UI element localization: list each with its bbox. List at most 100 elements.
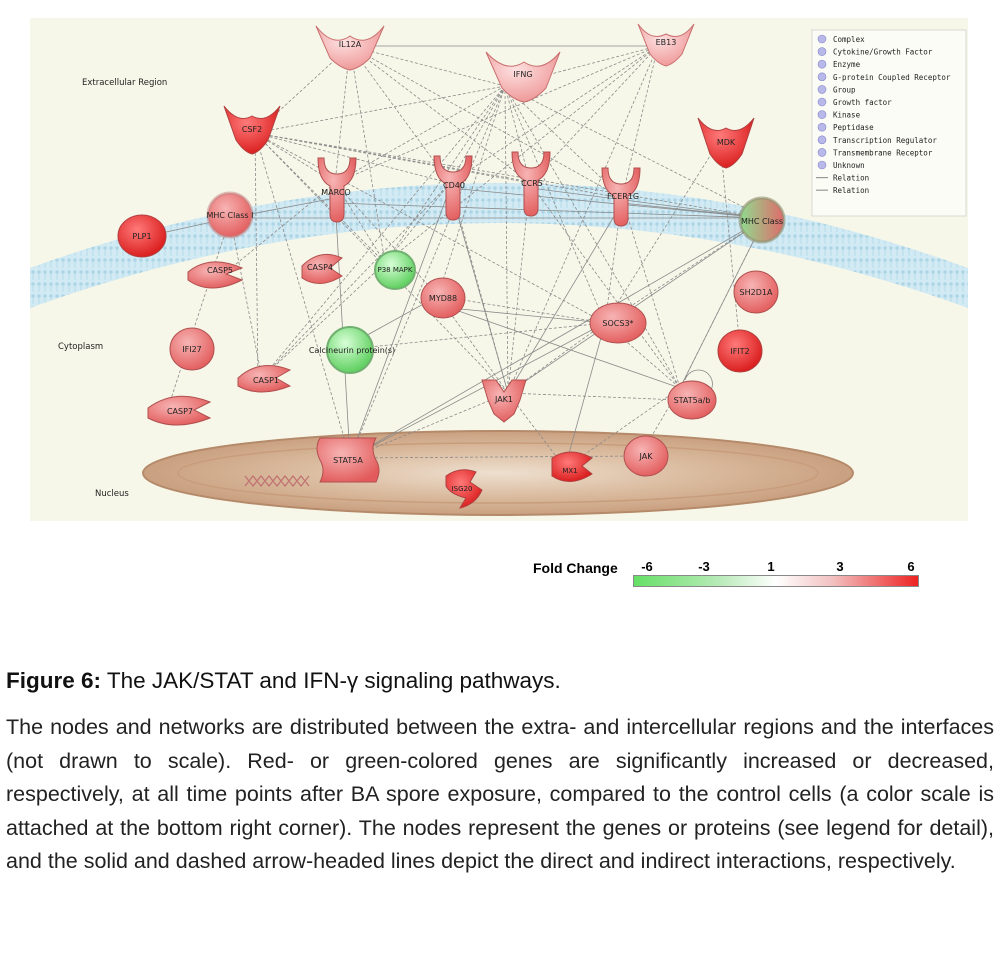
legend-item-label: Cytokine/Growth Factor — [833, 48, 933, 57]
node-mdk: MDK — [697, 117, 755, 169]
caption-label: Figure 6: — [6, 668, 102, 693]
legend-item-label: Growth factor — [833, 98, 892, 107]
legend-item-icon — [817, 97, 827, 107]
fold-change-title: Fold Change — [533, 560, 618, 576]
caption-body: The nodes and networks are distributed b… — [6, 715, 994, 873]
legend-item-label: Enzyme — [833, 60, 861, 69]
node-plp1: PLP1 — [117, 214, 167, 258]
fold-change-gradient — [633, 575, 919, 587]
region-label-nucleus: Nucleus — [95, 489, 129, 499]
node-ifi27: IFI27 — [169, 327, 215, 371]
scale-tick: -3 — [698, 559, 710, 574]
node-casp5-label: CASP5 — [207, 266, 233, 275]
node-casp4-label: CASP4 — [307, 263, 333, 272]
node-jak1-label: JAK1 — [494, 395, 513, 404]
node-cd40-label: CD40 — [443, 181, 465, 190]
node-myd88-label: MYD88 — [429, 294, 457, 303]
node-ifit2: IFIT2 — [717, 329, 763, 373]
node-calcineurin: Calcineurin protein(s) — [309, 326, 395, 374]
node-casp7: CASP7 — [147, 395, 212, 426]
legend-item-icon — [817, 85, 827, 94]
fold-change-scale: Fold Change -6 -3 1 3 6 — [530, 556, 930, 596]
node-mx1-label: MX1 — [562, 467, 577, 475]
legend-item-label: Relation — [833, 186, 869, 195]
node-fcer1g-label: FCER1G — [607, 192, 639, 201]
node-cd40: CD40 — [433, 155, 473, 221]
node-p38-mapk-label: P38 MAPK — [378, 266, 413, 274]
node-ifng: IFNG — [485, 51, 561, 103]
node-mhc-class-i-label: MHC Class I — [207, 211, 254, 220]
node-isg20: ISG20 — [445, 469, 483, 509]
node-stat5ab: STAT5a/b — [667, 380, 717, 420]
node-ccr5: CCR5 — [511, 151, 551, 217]
node-casp1-label: CASP1 — [253, 376, 279, 385]
node-mhc-class-i: MHC Class I — [206, 191, 254, 239]
node-ccr5-label: CCR5 — [521, 179, 543, 188]
legend-item-label: Complex — [833, 35, 865, 44]
node-calcineurin-label: Calcineurin protein(s) — [309, 346, 395, 355]
node-csf2: CSF2 — [223, 105, 281, 155]
node-eb13: EB13 — [637, 23, 695, 67]
node-ifit2-label: IFIT2 — [730, 347, 749, 356]
scale-tick: 1 — [767, 559, 775, 574]
legend-item-icon — [817, 59, 827, 69]
caption-title: Figure 6: The JAK/STAT and IFN-γ signali… — [6, 664, 994, 697]
dna-strand — [244, 475, 310, 487]
node-stat5a-label: STAT5A — [333, 456, 363, 465]
legend-item-icon — [817, 72, 827, 82]
scale-tick: 3 — [836, 559, 844, 574]
node-marco-label: MARCO — [321, 188, 350, 197]
legend-item-icon — [817, 160, 827, 170]
node-ifng-label: IFNG — [513, 70, 532, 79]
node-ifi27-label: IFI27 — [182, 345, 202, 354]
node-socs3-label: SOCS3* — [602, 319, 633, 328]
scale-tick: 6 — [907, 559, 915, 574]
legend-item-icon — [817, 34, 827, 44]
legend-item-icon — [817, 135, 827, 145]
legend-item-label: Kinase — [833, 111, 861, 120]
node-myd88: MYD88 — [420, 277, 466, 319]
node-stat5ab-label: STAT5a/b — [674, 396, 711, 405]
caption-title-text: The JAK/STAT and IFN-γ signaling pathway… — [101, 668, 561, 693]
node-isg20-label: ISG20 — [452, 485, 473, 493]
node-mhc-class-ii: MHC Class — [738, 196, 786, 244]
node-jak1: JAK1 — [481, 379, 527, 423]
node-fcer1g: FCER1G — [601, 167, 641, 227]
node-sh2d1a-label: SH2D1A — [740, 288, 773, 297]
node-csf2-label: CSF2 — [242, 125, 262, 134]
legend-item-label: Transmembrane Receptor — [833, 148, 933, 157]
node-il12a-label: IL12A — [339, 40, 362, 49]
legend-item-label: Group — [833, 85, 856, 94]
node-sh2d1a: SH2D1A — [733, 270, 779, 314]
figure-caption: Figure 6: The JAK/STAT and IFN-γ signali… — [6, 664, 994, 879]
node-p38-mapk: P38 MAPK — [374, 250, 416, 290]
node-mx1: MX1 — [551, 451, 593, 482]
legend-item-label: Relation — [833, 174, 869, 183]
legend-item-icon — [817, 148, 827, 157]
legend-item-label: Unknown — [833, 161, 865, 170]
region-label-extracellular: Extracellular Region — [82, 78, 167, 88]
node-casp4: CASP4 — [301, 253, 343, 284]
legend-item-label: G-protein Coupled Receptor — [833, 73, 951, 82]
legend-item-icon — [817, 47, 827, 56]
node-mhc-class-ii-label: MHC Class — [741, 217, 783, 226]
legend-item-icon — [817, 122, 827, 132]
node-casp7-label: CASP7 — [167, 407, 193, 416]
node-casp5: CASP5 — [187, 261, 244, 289]
legend-item-icon — [817, 110, 827, 119]
legend-item-label: Peptidase — [833, 123, 874, 132]
node-mdk-label: MDK — [717, 138, 736, 147]
node-casp1: CASP1 — [237, 365, 292, 393]
legend-item-label: Transcription Regulator — [833, 136, 937, 145]
pathway-diagram: Extracellular Region Cytoplasm Nucleus I… — [30, 18, 968, 521]
node-il12a: IL12A — [315, 25, 385, 71]
node-marco: MARCO — [317, 157, 357, 223]
node-eb13-label: EB13 — [656, 38, 677, 47]
scale-tick: -6 — [641, 559, 653, 574]
node-plp1-label: PLP1 — [132, 232, 151, 241]
node-jak-label: JAK — [639, 452, 654, 461]
nucleus-inner — [177, 442, 819, 504]
node-jak: JAK — [623, 435, 669, 477]
region-label-cytoplasm: Cytoplasm — [58, 342, 103, 352]
